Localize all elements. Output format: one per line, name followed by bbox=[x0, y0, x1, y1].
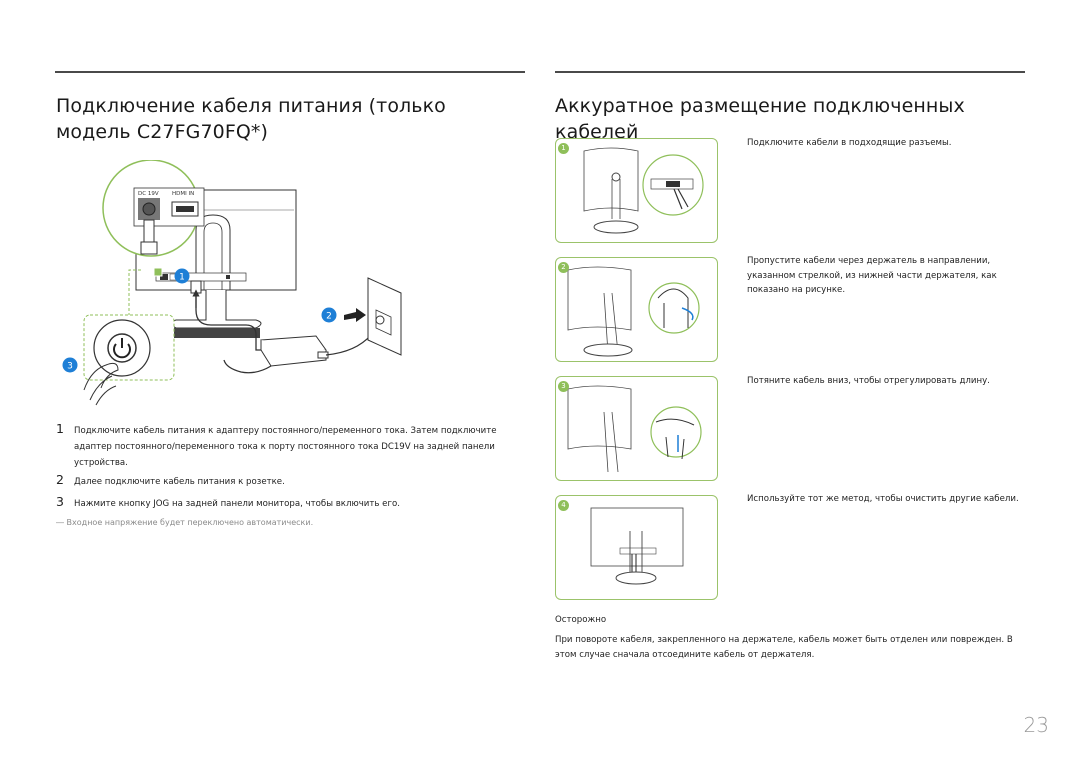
page-number: 23 bbox=[1023, 713, 1049, 737]
cable-step-3-text: Потяните кабель вниз, чтобы отрегулирова… bbox=[747, 376, 990, 386]
cable-step-1-text: Подключите кабели в подходящие разъемы. bbox=[747, 138, 952, 148]
callout-1: 1 bbox=[179, 273, 185, 283]
cable-step-4-image: 4 bbox=[555, 495, 718, 600]
step-badge: 2 bbox=[558, 262, 569, 273]
right-top-rule bbox=[555, 71, 1025, 73]
step-number: 1 bbox=[56, 421, 64, 436]
step-badge: 4 bbox=[558, 500, 569, 511]
hdmi-port-label: HDMI IN bbox=[172, 191, 194, 197]
step-text: Подключите кабель питания к адаптеру пос… bbox=[74, 426, 497, 468]
left-top-rule bbox=[55, 71, 525, 73]
callout-2: 2 bbox=[326, 312, 332, 322]
caution-text: При повороте кабеля, закрепленного на де… bbox=[555, 635, 1013, 660]
step-badge: 3 bbox=[558, 381, 569, 392]
step-text: Нажмите кнопку JOG на задней панели мони… bbox=[74, 499, 400, 509]
step-number: 3 bbox=[56, 494, 64, 509]
left-section-heading: Подключение кабеля питания (только модел… bbox=[56, 95, 446, 143]
callout-3: 3 bbox=[67, 362, 73, 372]
right-section-heading: Аккуратное размещение подключенных кабел… bbox=[555, 95, 965, 143]
cable-step-4-text: Используйте тот же метод, чтобы очистить… bbox=[747, 494, 1019, 504]
step-text: Далее подключите кабель питания к розетк… bbox=[74, 477, 285, 487]
dc-port-label: DC 19V bbox=[138, 191, 159, 197]
caution-title: Осторожно bbox=[555, 615, 607, 625]
cable-step-2-image: 2 bbox=[555, 257, 718, 362]
power-connection-diagram: DC 19V HDMI IN 1 2 3 bbox=[62, 160, 402, 406]
cable-step-3-image: 3 bbox=[555, 376, 718, 481]
cable-step-2-text: Пропустите кабели через держатель в напр… bbox=[747, 256, 997, 295]
step-badge: 1 bbox=[558, 143, 569, 154]
cable-step-1-image: 1 bbox=[555, 138, 718, 243]
step-number: 2 bbox=[56, 472, 64, 487]
voltage-note: ― Входное напряжение будет переключено а… bbox=[56, 518, 314, 527]
